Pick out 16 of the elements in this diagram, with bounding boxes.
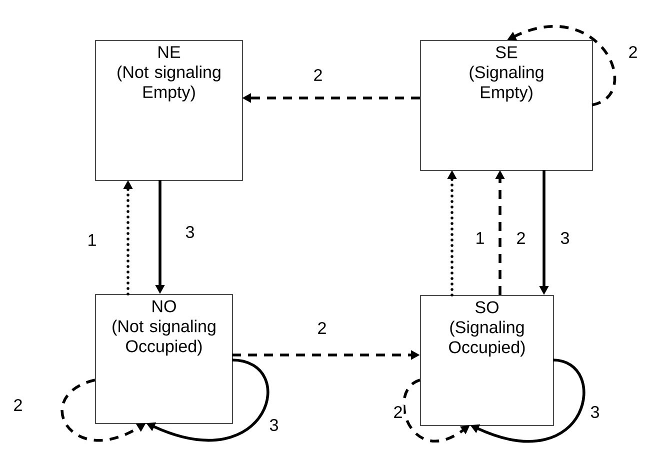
state-box: NO (Not signaling Occupied) <box>95 294 233 424</box>
edge-label: 3 <box>589 405 601 420</box>
edge-label: 2 <box>515 231 527 245</box>
edge-label: 1 <box>86 233 98 247</box>
state-box: SO (Signaling Occupied) <box>420 295 554 426</box>
edge-label: 3 <box>559 230 571 246</box>
edge-label: 2 <box>392 405 404 419</box>
edge-label: 3 <box>184 224 196 240</box>
edge-label: 2 <box>627 45 639 59</box>
state-box: SE (Signaling Empty) <box>420 40 593 171</box>
edge-label: 2 <box>12 398 24 412</box>
state-box: NE (Not signaling Empty) <box>95 40 243 181</box>
edge-label: 2 <box>316 321 328 335</box>
edge-label: 1 <box>474 231 486 245</box>
edge-label: 2 <box>312 68 324 82</box>
edge-label: 3 <box>268 418 280 432</box>
